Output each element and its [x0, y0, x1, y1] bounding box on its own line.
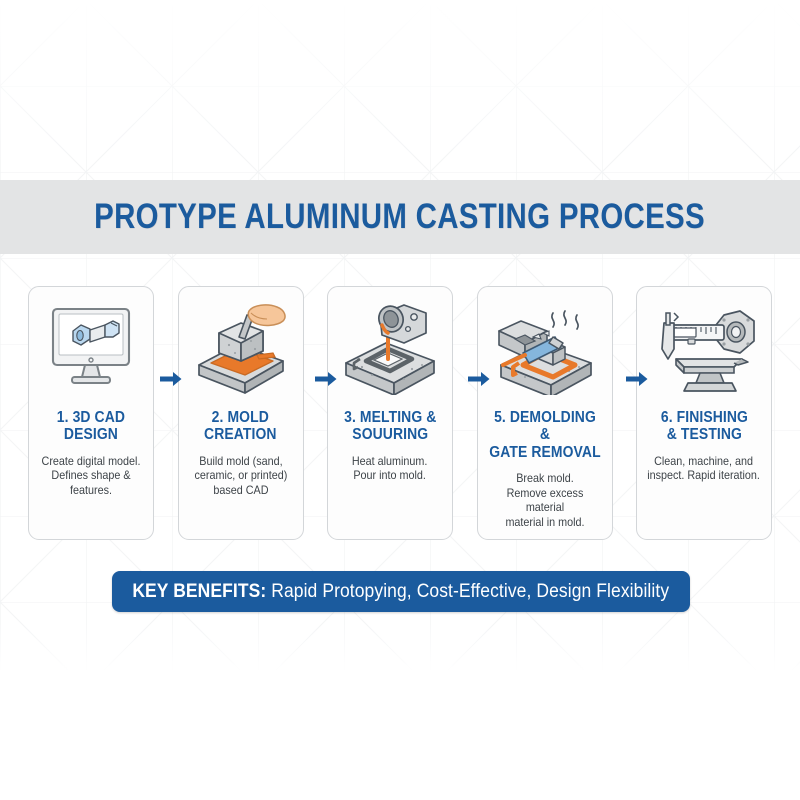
step-description: Break mold. Remove excess material mater…	[504, 472, 585, 529]
step-description: Heat aluminum. Pour into mold.	[352, 454, 428, 483]
step-card-4[interactable]: 5. DEMOLDING & GATE REMOVAL Break mold. …	[476, 286, 613, 540]
key-benefits-text: KEY BENEFITS: Rapid Protopying, Cost-Eff…	[133, 581, 670, 603]
key-benefits-items: Rapid Protopying, Cost-Effective, Design…	[266, 580, 670, 602]
ladle-pouring-molten-metal-icon	[334, 301, 446, 397]
arrow-right-icon-3	[468, 371, 490, 387]
step-card-3[interactable]: 3. MELTING & SOUURING Heat aluminum. Pou…	[327, 286, 453, 540]
page-title: PROTYPE ALUMINUM CASTING PROCESS	[94, 197, 706, 236]
arrow-right-icon-2	[315, 371, 337, 387]
step-title: 6. FINISHING & TESTING	[660, 409, 748, 444]
hand-trowel-mold-icon	[185, 301, 297, 397]
step-description: Build mold (sand, ceramic, or printed) b…	[194, 454, 287, 497]
chisel-breaking-mold-icon	[489, 301, 601, 397]
monitor-cad-part-icon	[35, 301, 147, 397]
arrow-right-icon-1	[160, 371, 182, 387]
step-card-5[interactable]: 6. FINISHING & TESTING Clean, machine, a…	[636, 286, 772, 540]
caliper-anvil-inspection-icon	[648, 301, 760, 397]
arrow-right-icon-4	[626, 371, 648, 387]
key-benefits-label: KEY BENEFITS:	[132, 580, 267, 602]
title-band: PROTYPE ALUMINUM CASTING PROCESS	[0, 180, 800, 254]
key-benefits-banner: KEY BENEFITS: Rapid Protopying, Cost-Eff…	[112, 571, 690, 612]
step-title: 5. DEMOLDING & GATE REMOVAL	[488, 409, 601, 461]
step-title: 3. MELTING & SOUURING	[343, 409, 437, 444]
step-title: 2. MOLD CREATION	[204, 409, 277, 444]
step-card-2[interactable]: 2. MOLD CREATION Build mold (sand, ceram…	[177, 286, 304, 540]
step-description: Create digital model. Defines shape & fe…	[41, 454, 141, 497]
step-description: Clean, machine, and inspect. Rapid itera…	[647, 454, 761, 483]
process-steps-row: 1. 3D CAD DESIGN Create digital model. D…	[28, 286, 772, 540]
step-card-1[interactable]: 1. 3D CAD DESIGN Create digital model. D…	[28, 286, 154, 540]
step-title: 1. 3D CAD DESIGN	[56, 409, 126, 444]
